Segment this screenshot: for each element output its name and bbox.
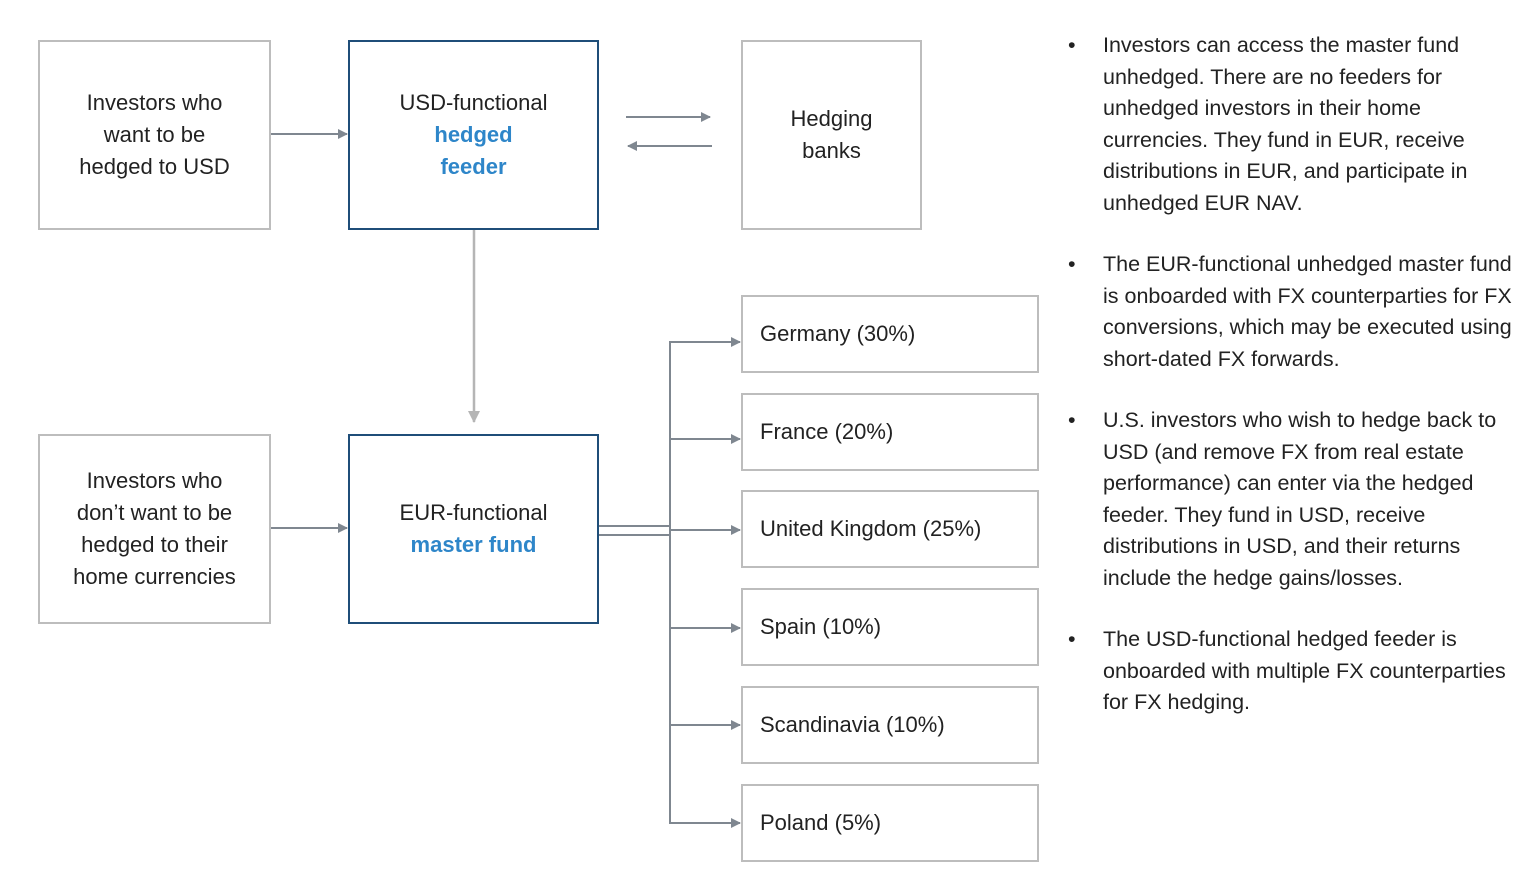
- note-item: • The EUR-functional unhedged master fun…: [1068, 249, 1518, 375]
- investors-hedged-line-3: hedged to USD: [79, 154, 230, 179]
- country-label: Spain (10%): [760, 614, 882, 639]
- country-label: Poland (5%): [760, 810, 882, 835]
- usd-feeder-blue-line-2: feeder: [440, 154, 507, 179]
- note-item: • Investors can access the master fund u…: [1068, 30, 1518, 219]
- eur-master-blue-line: master fund: [410, 532, 537, 557]
- note-text: U.S. investors who wish to hedge back to…: [1103, 408, 1497, 590]
- country-label: France (20%): [760, 419, 894, 444]
- usd-feeder-title: USD-functional: [399, 90, 548, 115]
- bullet-icon: •: [1068, 252, 1076, 276]
- usd-hedged-feeder-box: USD-functional hedged feeder: [348, 40, 599, 230]
- notes-list: • Investors can access the master fund u…: [1068, 30, 1518, 749]
- country-box-scandinavia: Scandinavia (10%): [741, 686, 1039, 764]
- note-text: The EUR-functional unhedged master fund …: [1103, 252, 1512, 371]
- bullet-icon: •: [1068, 408, 1076, 432]
- country-box-united-kingdom: United Kingdom (25%): [741, 490, 1039, 568]
- bullet-icon: •: [1068, 33, 1076, 57]
- country-box-spain: Spain (10%): [741, 588, 1039, 666]
- note-text: Investors can access the master fund unh…: [1103, 33, 1468, 215]
- bullet-icon: •: [1068, 627, 1076, 651]
- note-item: • The USD-functional hedged feeder is on…: [1068, 624, 1518, 719]
- country-label: Scandinavia (10%): [760, 712, 945, 737]
- usd-feeder-blue-line-1: hedged: [434, 122, 513, 147]
- hedging-banks-box: Hedging banks: [741, 40, 922, 230]
- country-box-poland: Poland (5%): [741, 784, 1039, 862]
- investors-hedged-line-1: Investors who: [86, 90, 223, 115]
- investors-unhedged-box: Investors who don’t want to be hedged to…: [38, 434, 271, 624]
- investors-hedged-box: Investors who want to be hedged to USD: [38, 40, 271, 230]
- note-text: The USD-functional hedged feeder is onbo…: [1103, 627, 1506, 714]
- note-item: • U.S. investors who wish to hedge back …: [1068, 405, 1518, 594]
- hedging-banks-line-2: banks: [802, 138, 861, 163]
- country-label: Germany (30%): [760, 321, 916, 346]
- investors-unhedged-line-3: hedged to their: [81, 532, 228, 557]
- eur-master-fund-box: EUR-functional master fund: [348, 434, 599, 624]
- hedging-banks-line-1: Hedging: [790, 106, 873, 131]
- country-box-france: France (20%): [741, 393, 1039, 471]
- country-box-germany: Germany (30%): [741, 295, 1039, 373]
- investors-unhedged-line-2: don’t want to be: [76, 500, 233, 525]
- eur-master-title: EUR-functional: [399, 500, 548, 525]
- investors-hedged-line-2: want to be: [103, 122, 206, 147]
- investors-unhedged-line-1: Investors who: [86, 468, 223, 493]
- investors-unhedged-line-4: home currencies: [73, 564, 236, 589]
- country-label: United Kingdom (25%): [760, 516, 982, 541]
